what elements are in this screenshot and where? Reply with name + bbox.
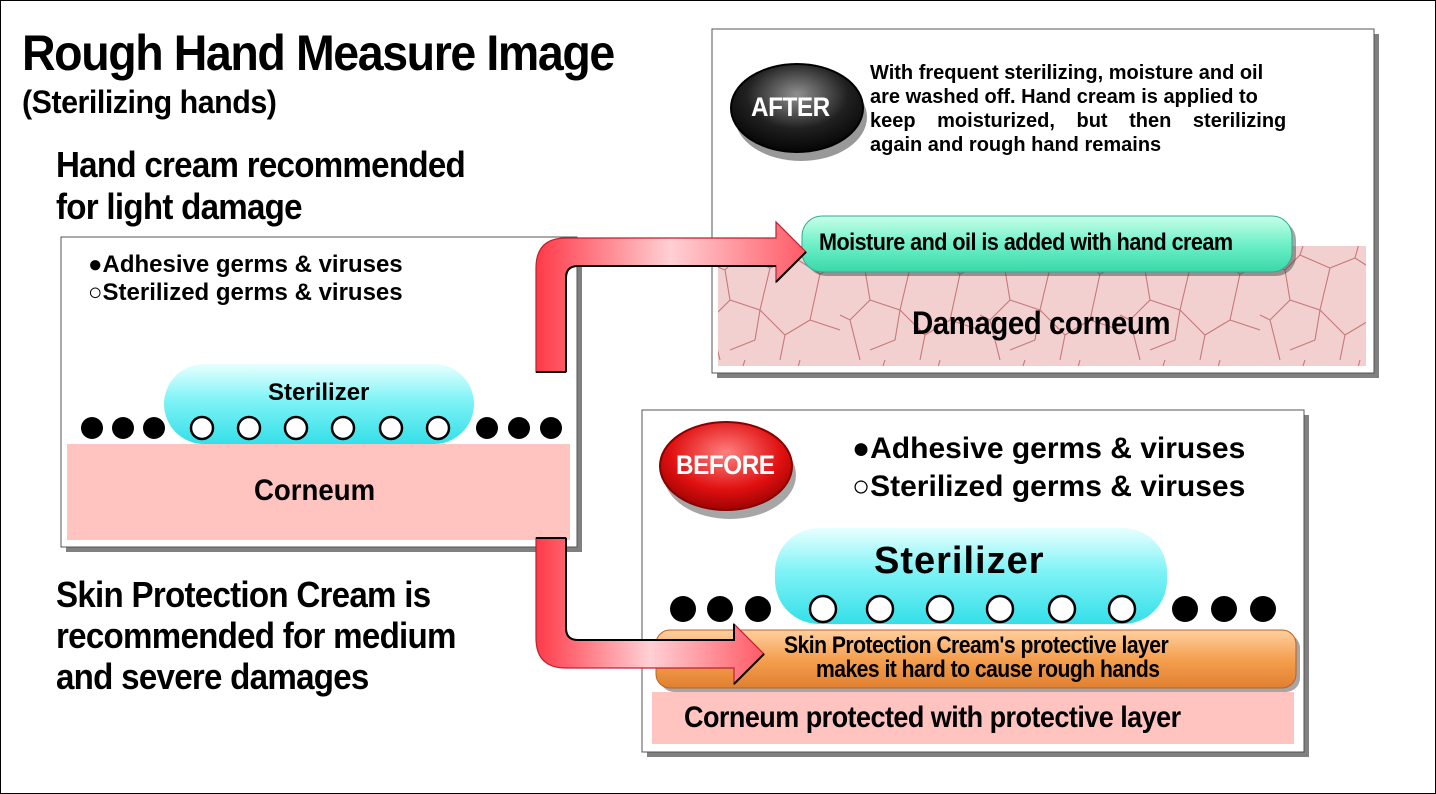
arrow-to-before [535, 537, 765, 686]
sterilized-germ [378, 415, 404, 441]
adhesive-germ [112, 417, 134, 439]
diagram-title: Rough Hand Measure Image [22, 25, 615, 81]
medium-damage-note-line3: and severe damages [56, 656, 369, 697]
sterilized-germ [925, 594, 955, 624]
after-desc-line: are washed off. Hand cream is applied to [870, 86, 1258, 108]
before-panel [641, 409, 1309, 757]
corneum-layer [67, 444, 570, 540]
adhesive-germ [143, 417, 165, 439]
hand-cream-layer-label: Moisture and oil is added with hand crea… [819, 229, 1233, 256]
adhesive-germ [670, 596, 696, 622]
legend-adhesive-label: Adhesive germs & viruses [102, 251, 403, 278]
after-badge-label: AFTER [751, 92, 830, 122]
light-damage-note-line1: Hand cream recommended [56, 144, 466, 185]
legend-adhesive: ●Adhesive germs & viruses [88, 251, 403, 279]
adhesive-germ [745, 596, 771, 622]
adhesive-germ [1211, 596, 1237, 622]
after-desc-line: keep moisturized, but then sterilizing [870, 110, 1287, 132]
arrow-to-after [535, 220, 807, 373]
after-panel [711, 28, 1379, 378]
after-description: With frequent sterilizing, moisture and … [870, 61, 1286, 157]
filled-dot-icon: ● [852, 432, 871, 465]
damaged-corneum-label: Damaged corneum [912, 305, 1171, 341]
sterilized-germ [330, 415, 356, 441]
adhesive-germ [508, 417, 530, 439]
medium-damage-note-line1: Skin Protection Cream is [56, 574, 431, 615]
light-damage-note-line2: for light damage [56, 186, 303, 227]
protected-corneum-layer [652, 692, 1294, 744]
adhesive-germ [1250, 596, 1276, 622]
protective-layer-line2: makes it hard to cause rough hands [816, 656, 1160, 683]
medium-damage-note-line2: recommended for medium [56, 615, 456, 656]
adhesive-germ [1172, 596, 1198, 622]
germ-row [81, 415, 562, 441]
adhesive-germ [81, 417, 103, 439]
hand-cream-layer [801, 215, 1293, 273]
before-legend-sterilized: ○Sterilized germs & viruses [852, 470, 1245, 504]
hollow-dot-icon: ○ [88, 279, 103, 306]
before-legend-adhesive-label: Adhesive germs & viruses [870, 432, 1246, 465]
sterilized-germ [1107, 594, 1137, 624]
adhesive-germ [540, 417, 562, 439]
adhesive-germ [476, 417, 498, 439]
hollow-dot-icon: ○ [852, 470, 871, 503]
sterilized-germ [189, 415, 215, 441]
corneum-label: Corneum [254, 474, 376, 507]
protected-corneum-label: Corneum protected with protective layer [684, 701, 1181, 734]
before-badge [659, 421, 793, 511]
before-legend-sterilized-label: Sterilized germs & viruses [870, 470, 1246, 503]
before-badge-label: BEFORE [676, 450, 775, 480]
legend-sterilized: ○Sterilized germs & viruses [88, 279, 403, 307]
after-desc-line: again and rough hand remains [870, 134, 1162, 156]
left-panel [60, 236, 582, 552]
filled-dot-icon: ● [88, 251, 103, 278]
sterilizer-large-label: Sterilizer [874, 540, 1045, 582]
sterilized-germ [283, 415, 309, 441]
germ-row-before [670, 594, 1276, 624]
diagram-subtitle: (Sterilizing hands) [22, 84, 277, 120]
sterilized-germ [985, 594, 1015, 624]
sterilized-germ [865, 594, 895, 624]
sterilized-germ [808, 594, 838, 624]
sterilized-germ [1047, 594, 1077, 624]
sterilizer-label: Sterilizer [268, 379, 370, 406]
adhesive-germ [707, 596, 733, 622]
after-desc-line: With frequent sterilizing, moisture and … [870, 62, 1264, 84]
sterilized-germ [425, 415, 451, 441]
protective-layer-line1: Skin Protection Cream's protective layer [784, 632, 1169, 659]
sterilized-germ [236, 415, 262, 441]
after-badge [730, 63, 864, 153]
before-legend-adhesive: ●Adhesive germs & viruses [852, 432, 1245, 466]
legend-sterilized-label: Sterilized germs & viruses [102, 279, 403, 306]
